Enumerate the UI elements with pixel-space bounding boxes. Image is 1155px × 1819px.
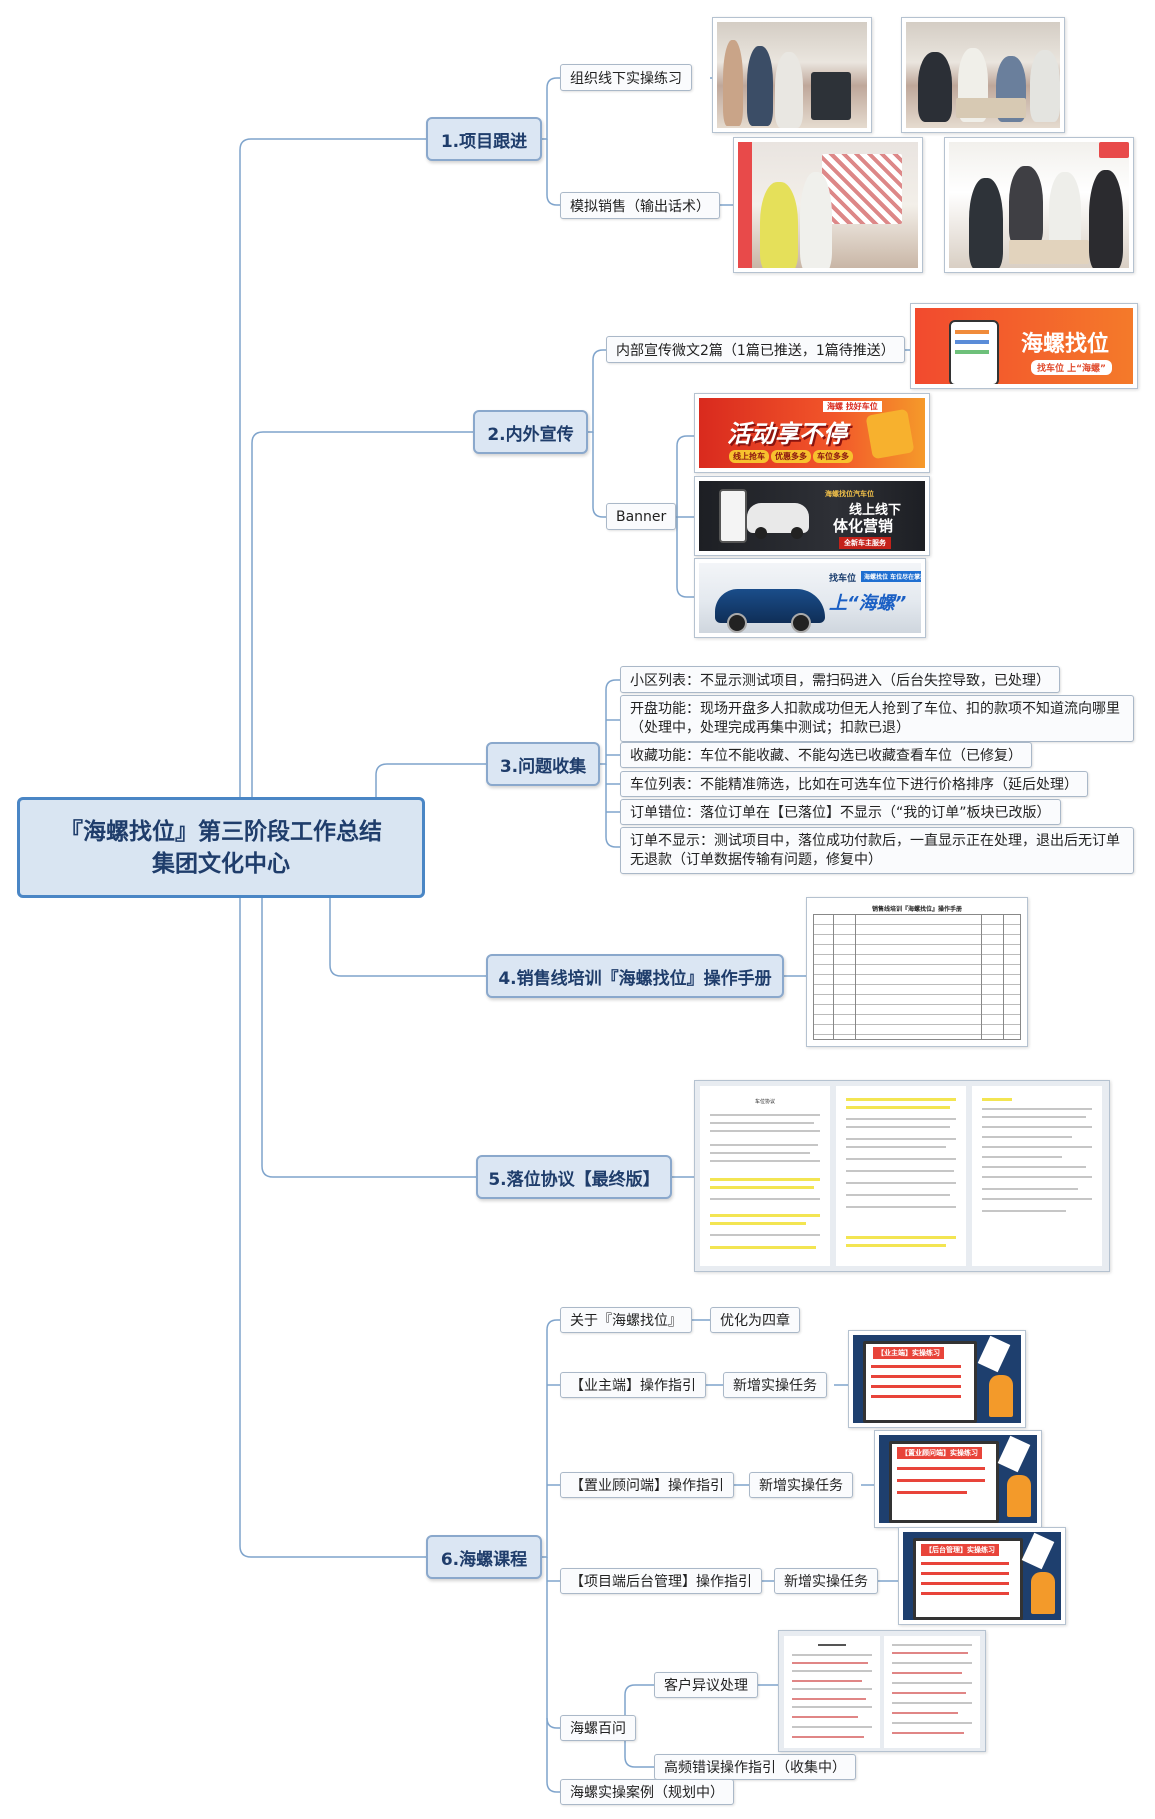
course-about[interactable]: 关于『海螺找位』 — [560, 1307, 692, 1333]
manual-table-thumbnail: 销售线培训『海螺找位』操作手册 — [806, 897, 1028, 1047]
section-5-topic[interactable]: 5.落位协议【最终版】 — [476, 1155, 672, 1199]
section-3-title: 3.问题收集 — [499, 756, 587, 777]
banner3-small: 找车位 — [829, 574, 857, 584]
photo-sales-sim-1 — [733, 137, 923, 273]
issue-text: 收藏功能：车位不能收藏、不能勾选已收藏查看车位（已修复） — [630, 748, 1022, 764]
section-1-item-2[interactable]: 模拟销售（输出话术） — [560, 192, 720, 219]
issue-text: 开盘功能：现场开盘多人扣款成功但无人抢到了车位、扣的款项不知道流向哪里（处理中，… — [630, 701, 1120, 736]
item-label: 内部宣传微文2篇（1篇已推送，1篇待推送） — [616, 342, 895, 359]
issue-text: 车位列表：不能精准筛选，比如在可选车位下进行价格排序（延后处理） — [630, 777, 1078, 793]
connector-3 — [375, 763, 486, 797]
agreement-title: 车位协议 — [754, 1099, 775, 1105]
item-label: 组织线下实操练习 — [570, 70, 682, 87]
issue-text: 小区列表：不显示测试项目，需扫码进入（后台失控导致，已处理） — [630, 672, 1050, 689]
item-label: 新增实操任务 — [733, 1378, 817, 1394]
section-2-item-1[interactable]: 内部宣传微文2篇（1篇已推送，1篇待推送） — [606, 336, 905, 363]
banner-activity: 活动享不停 海螺 找好车位 线上抢车 优惠多多 车位多多 — [694, 393, 930, 473]
item-label: 新增实操任务 — [759, 1478, 843, 1494]
connector-5 — [261, 898, 476, 1178]
issue-item-6[interactable]: 订单不显示：测试项目中，落位成功付款后，一直显示正在处理，退出后无订单无退款（订… — [620, 827, 1134, 874]
connector-2 — [251, 431, 473, 797]
section-2-title: 2.内外宣传 — [487, 424, 574, 445]
banner-integrated: 海螺找位汽车位 线上线下 体化营销 全新车主服务 — [694, 476, 930, 556]
banner1-tag-2: 优惠多多 — [771, 450, 811, 463]
issue-item-4[interactable]: 车位列表：不能精准筛选，比如在可选车位下进行价格排序（延后处理） — [620, 771, 1088, 797]
section-4-title: 4.销售线培训『海螺找位』操作手册 — [498, 968, 772, 989]
course-consultant-task[interactable]: 新增实操任务 — [749, 1472, 853, 1498]
banner1-tag-1: 线上抢车 — [729, 450, 769, 463]
banner2-top: 海螺找位汽车位 — [825, 490, 874, 498]
item-label: 优化为四章 — [720, 1313, 790, 1329]
item-label: 关于『海螺找位』 — [570, 1313, 682, 1329]
item-label: 客户异议处理 — [664, 1678, 748, 1694]
section-5-title: 5.落位协议【最终版】 — [488, 1169, 660, 1190]
course-cases[interactable]: 海螺实操案例（规划中） — [560, 1779, 734, 1805]
course-owner-task[interactable]: 新增实操任务 — [723, 1372, 827, 1398]
agreement-pages-thumbnail: 车位协议 — [694, 1080, 1110, 1272]
course-owner-guide[interactable]: 【业主端】操作指引 — [560, 1372, 706, 1398]
banner3-big: 上“海螺” — [829, 593, 907, 614]
manual-table-title: 销售线培训『海螺找位』操作手册 — [871, 906, 962, 913]
section-2-topic[interactable]: 2.内外宣传 — [473, 410, 588, 454]
photo-training-1 — [712, 17, 872, 133]
banner1-tag-3: 车位多多 — [813, 450, 853, 463]
item-label: 【业主端】操作指引 — [570, 1378, 696, 1394]
issue-text: 订单不显示：测试项目中，落位成功付款后，一直显示正在处理，退出后无订单无退款（订… — [630, 833, 1120, 868]
root-topic[interactable]: 『海螺找位』第三阶段工作总结 集团文化中心 — [17, 797, 425, 898]
course-about-child[interactable]: 优化为四章 — [710, 1307, 800, 1333]
item-label: 【置业顾问端】操作指引 — [570, 1478, 724, 1494]
course-admin-task[interactable]: 新增实操任务 — [774, 1568, 878, 1594]
photo-sales-sim-2 — [944, 137, 1134, 273]
poster-owner-title: 【业主端】实操练习 — [873, 1347, 944, 1359]
item-label: 新增实操任务 — [784, 1574, 868, 1590]
poster-consultant-practice: 【置业顾问端】实操练习 — [874, 1430, 1042, 1528]
section-1-item-1[interactable]: 组织线下实操练习 — [560, 64, 692, 91]
banner1-sub: 海螺 找好车位 — [823, 401, 882, 412]
section-1-title: 1.项目跟进 — [440, 131, 528, 152]
item-label: 模拟销售（输出话术） — [570, 198, 710, 215]
section-6-topic[interactable]: 6.海螺课程 — [426, 1535, 542, 1579]
banner3-badge: 海螺找位 车位尽在掌握 — [861, 571, 921, 582]
wechat-banner-tagline: 找车位 上“海螺” — [1031, 360, 1112, 375]
banner1-headline: 活动享不停 — [727, 420, 847, 448]
issue-text: 订单错位：落位订单在【已落位】不显示（“我的订单”板块已改版） — [630, 805, 1051, 821]
wechat-article-banner: 海螺找位 找车位 上“海螺” — [910, 303, 1138, 389]
issue-item-5[interactable]: 订单错位：落位订单在【已落位】不显示（“我的订单”板块已改版） — [620, 799, 1061, 825]
course-admin-guide[interactable]: 【项目端后台管理】操作指引 — [560, 1568, 762, 1594]
section-4-topic[interactable]: 4.销售线培训『海螺找位』操作手册 — [486, 954, 784, 998]
section-1-topic[interactable]: 1.项目跟进 — [426, 117, 542, 161]
section-3-topic[interactable]: 3.问题收集 — [486, 742, 600, 786]
item-label: 海螺实操案例（规划中） — [570, 1785, 724, 1801]
poster-admin-practice: 【后台管理】实操练习 — [898, 1527, 1066, 1625]
banner2-headline: 线上线下 — [849, 503, 902, 518]
item-label: 海螺百问 — [570, 1721, 626, 1737]
issue-item-2[interactable]: 开盘功能：现场开盘多人扣款成功但无人抢到了车位、扣的款项不知道流向哪里（处理中，… — [620, 695, 1134, 742]
banner-car: 找车位 海螺找位 车位尽在掌握 上“海螺” — [694, 558, 926, 638]
course-faq[interactable]: 海螺百问 — [560, 1715, 636, 1741]
connector-4 — [329, 898, 486, 977]
root-subtitle: 集团文化中心 — [152, 850, 290, 877]
faq-document-thumbnail — [778, 1630, 986, 1752]
item-label: 高频错误操作指引（收集中） — [664, 1760, 846, 1776]
item-label: Banner — [616, 508, 667, 525]
wechat-banner-brand: 海螺找位 — [1021, 332, 1110, 357]
course-consultant-guide[interactable]: 【置业顾问端】操作指引 — [560, 1472, 734, 1498]
issue-item-1[interactable]: 小区列表：不显示测试项目，需扫码进入（后台失控导致，已处理） — [620, 666, 1060, 693]
connector-1 — [239, 138, 426, 797]
section-2-item-banner[interactable]: Banner — [606, 503, 677, 530]
banner2-headline2: 体化营销 — [833, 517, 894, 535]
poster-consultant-title: 【置业顾问端】实操练习 — [897, 1447, 982, 1459]
banner2-sub: 全新车主服务 — [839, 537, 891, 549]
item-label: 【项目端后台管理】操作指引 — [570, 1574, 752, 1590]
course-faq-objection[interactable]: 客户异议处理 — [654, 1672, 758, 1698]
poster-admin-title: 【后台管理】实操练习 — [921, 1544, 999, 1556]
connector-6 — [239, 898, 426, 1558]
root-title: 『海螺找位』第三阶段工作总结 — [60, 818, 382, 845]
issue-item-3[interactable]: 收藏功能：车位不能收藏、不能勾选已收藏查看车位（已修复） — [620, 742, 1032, 768]
section-6-title: 6.海螺课程 — [440, 1549, 528, 1570]
poster-owner-practice: 【业主端】实操练习 — [848, 1330, 1026, 1428]
course-faq-errors[interactable]: 高频错误操作指引（收集中） — [654, 1754, 856, 1780]
photo-training-2 — [901, 17, 1065, 133]
